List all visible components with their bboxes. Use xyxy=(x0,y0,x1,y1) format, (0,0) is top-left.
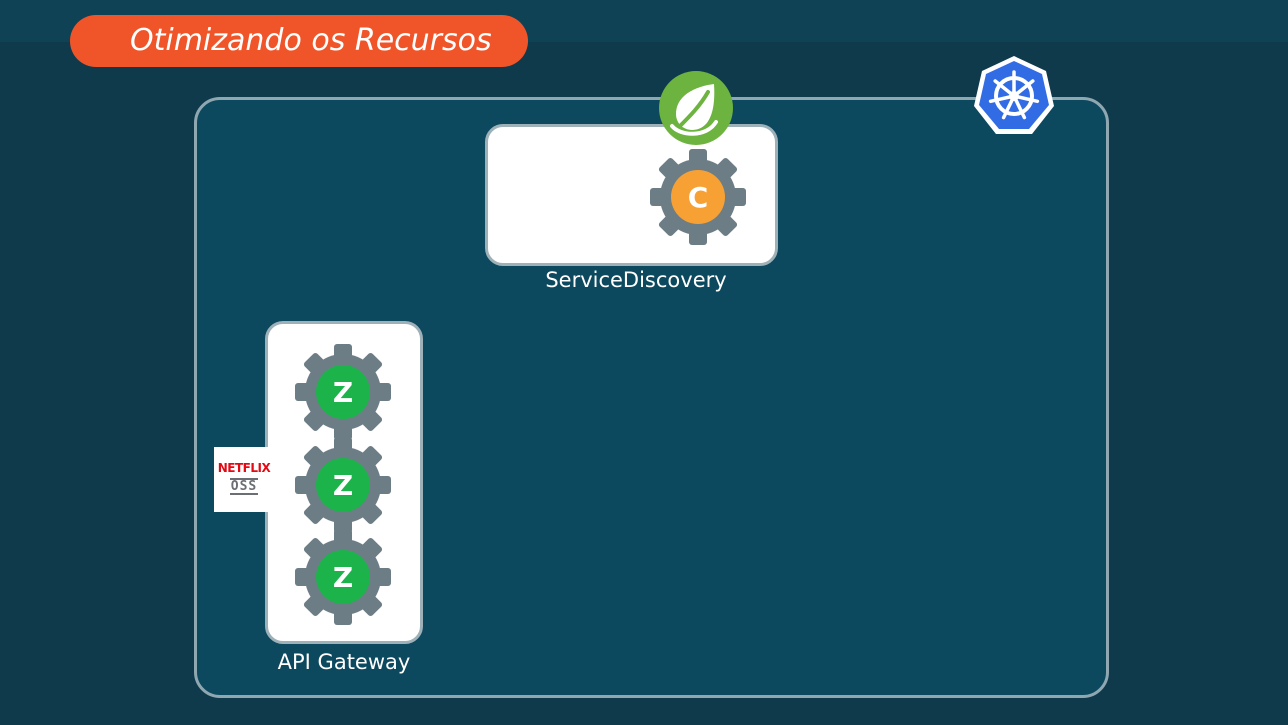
zuul-gear-icon: Z xyxy=(295,529,391,625)
zuul-letter: Z xyxy=(333,376,353,409)
api-gateway-label: API Gateway xyxy=(277,650,411,674)
zuul-gear-icon: Z xyxy=(295,344,391,440)
netflix-oss-logo: NETFLIX OSS xyxy=(214,447,274,512)
zuul-gear-icon: Z xyxy=(295,437,391,533)
config-server-gear-icon: C xyxy=(650,149,746,245)
spring-icon xyxy=(659,71,733,145)
zuul-letter: Z xyxy=(333,469,353,502)
netflix-wordmark: NETFLIX xyxy=(217,461,271,475)
config-letter: C xyxy=(688,181,709,214)
service-discovery-label: ServiceDiscovery xyxy=(545,268,727,292)
slide-title: Otimizando os Recursos xyxy=(70,15,528,67)
kubernetes-icon xyxy=(974,56,1054,134)
oss-wordmark: OSS xyxy=(229,478,259,495)
zuul-letter: Z xyxy=(333,561,353,594)
